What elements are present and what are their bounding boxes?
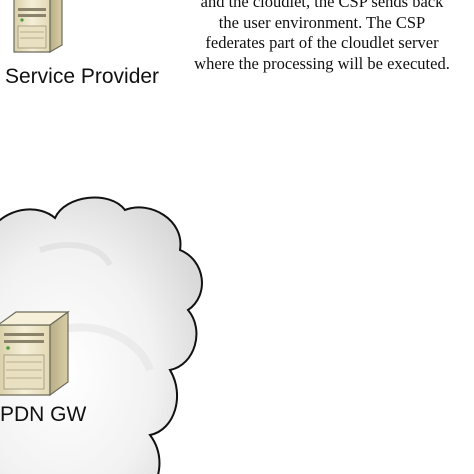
- pdn-cloud: [0, 196, 203, 474]
- pdn-gw-server-icon: [0, 310, 70, 397]
- annotation-line: federates part of the cloudlet server: [205, 33, 439, 52]
- pdn-gw-label: PDN GW: [0, 403, 87, 426]
- annotation-line: where the processing will be executed.: [194, 53, 450, 73]
- annotation-line: the user environment. The CSP: [218, 12, 426, 32]
- service-provider-label: Service Provider: [5, 65, 160, 88]
- annotation-line: and the cloudlet, the CSP sends back: [200, 0, 444, 11]
- service-provider-server-icon: [13, 0, 63, 54]
- process-annotation: and the cloudlet, the CSP sends back the…: [172, 0, 472, 74]
